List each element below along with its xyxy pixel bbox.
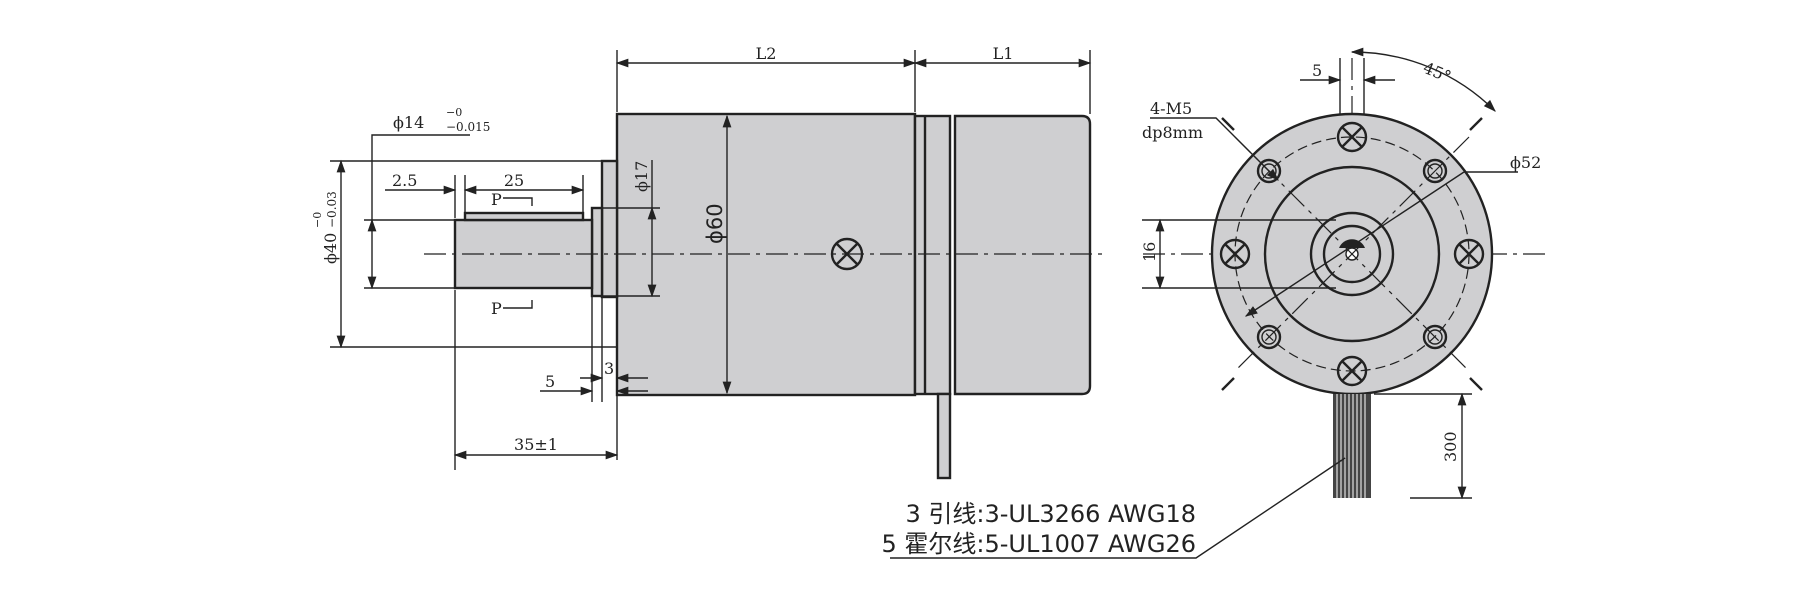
dim-phi60: ϕ60 (703, 203, 727, 244)
dim-phi17: ϕ17 (632, 161, 651, 192)
m5-hole-bl (1256, 324, 1282, 350)
dim-4-m5: 4-M5 (1150, 99, 1192, 118)
wire-exit (936, 392, 952, 480)
dim-dp8mm: dp8mm (1142, 123, 1203, 142)
screw-top (1336, 121, 1368, 153)
dim-25: 25 (504, 171, 524, 190)
dim-300: 300 (1441, 431, 1460, 462)
dim-phi52: ϕ52 (1510, 153, 1541, 172)
key-section-top: P (491, 190, 502, 209)
lead-wire-note-2: 5 霍尔线:5-UL1007 AWG26 (881, 530, 1196, 558)
dim-shaft-tol-upper: −0 (446, 106, 462, 119)
dim-3: 3 (604, 359, 614, 378)
end-plate (913, 114, 952, 396)
dim-flange-diameter: ϕ40 (321, 233, 340, 264)
screw-right (1453, 238, 1485, 270)
dim-flange-tol-lower: −0.03 (325, 191, 339, 228)
dim-5-front: 5 (545, 372, 555, 391)
dim-45-deg: 45° (1421, 58, 1454, 86)
rear-cover (953, 114, 1092, 396)
dim-16: 16 (1140, 242, 1159, 262)
dim-5-top: 5 (1312, 61, 1322, 80)
lead-wire-note-1: 3 引线:3-UL3266 AWG18 (905, 500, 1196, 528)
key-section-bottom: P (491, 299, 502, 318)
screw-left (1219, 238, 1251, 270)
shaft-shoulder (590, 206, 604, 298)
dim-shaft-tol-lower: −0.015 (446, 120, 490, 134)
front-view: 5 45° 4-M5 dp8mm ϕ52 16 (890, 47, 1547, 559)
dim-l2: L2 (756, 44, 777, 63)
lead-wires (1333, 394, 1371, 498)
front-pilot (600, 159, 619, 299)
shaft-key (463, 211, 585, 222)
shaft-circle (1322, 224, 1382, 284)
dim-l1: L1 (993, 44, 1014, 63)
dim-35: 35±1 (514, 435, 558, 454)
pilot-circle (1263, 165, 1441, 343)
hub-circle (1309, 211, 1395, 297)
m5-hole-br (1422, 324, 1448, 350)
side-view: L2 L1 ϕ14 −0 −0.015 ϕ40 −0 −0.03 2.5 25 … (311, 44, 1108, 480)
screw-bottom (1336, 355, 1368, 387)
m5-hole-tr (1422, 158, 1448, 184)
dim-2-5: 2.5 (392, 171, 417, 190)
dim-shaft-diameter: ϕ14 (393, 113, 424, 132)
angle-arc (1350, 47, 1496, 112)
dim-flange-tol-upper: −0 (311, 212, 324, 228)
note-leader (890, 457, 1346, 559)
